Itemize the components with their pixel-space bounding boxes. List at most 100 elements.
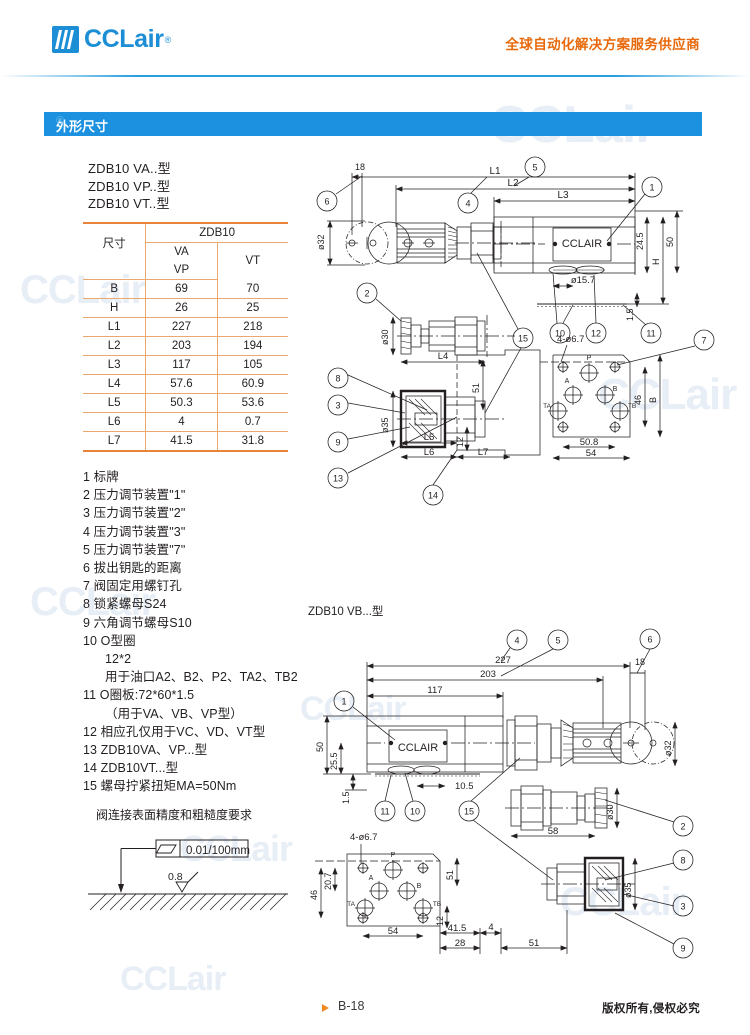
leader: [335, 175, 363, 195]
drawing-bottom-assembly: 4 5 6 1 227 203 117 18: [305, 618, 750, 988]
leader: [484, 347, 522, 414]
svg-text:ø30: ø30: [380, 329, 390, 345]
row-value-vavp: 69: [145, 279, 218, 299]
row-value-vavp: 227: [145, 317, 218, 337]
balloon-1: [333, 690, 355, 712]
svg-text:L4: L4: [438, 351, 449, 362]
svg-text:24.5: 24.5: [635, 232, 645, 250]
model-item: ZDB10 VP..型: [88, 178, 171, 194]
surface-finish-diagram: 0.01/100mm 0.8: [88, 830, 288, 922]
row-label: L6: [83, 412, 146, 432]
legend-subitem: （用于VA、VB、VP型）: [105, 706, 243, 721]
svg-text:ø32: ø32: [316, 234, 326, 250]
svg-text:4: 4: [488, 922, 493, 933]
svg-text:ø35: ø35: [380, 417, 390, 433]
balloon-8: [672, 849, 694, 871]
svg-text:13: 13: [333, 474, 343, 484]
balloon-14: [422, 484, 444, 506]
balloon-13: [327, 467, 349, 489]
leader: [500, 647, 511, 662]
roughness-symbol-icon: [175, 881, 189, 893]
balloon-6: [316, 190, 338, 212]
balloon-4: [457, 192, 479, 214]
legend-subitem: 12*2: [105, 652, 132, 667]
valve-body-bottom: CCLAIR: [366, 715, 535, 773]
flatness-symbol-icon: [155, 844, 177, 854]
table-header-group: ZDB10: [145, 222, 288, 243]
row-label: L2: [83, 336, 146, 356]
svg-text:12: 12: [435, 916, 445, 926]
svg-text:1: 1: [649, 183, 654, 193]
page-header: CCLair ® 全球自动化解决方案服务供应商: [0, 0, 750, 78]
svg-text:A: A: [369, 875, 374, 882]
leader: [472, 819, 554, 881]
row-value-vt: 60.9: [216, 374, 288, 394]
legend-item: 2 压力调节装置"1": [83, 488, 186, 503]
dimension-table: 尺寸 ZDB10 VA VT VP B 69 70 H 26 25 L1 227…: [83, 222, 288, 452]
leader: [616, 345, 696, 366]
balloon-10: [404, 800, 426, 822]
section-title: 外形尺寸: [56, 119, 109, 134]
svg-text:54: 54: [388, 926, 399, 937]
table-row: L4 57.6 60.9: [83, 374, 288, 394]
svg-text:L7: L7: [478, 447, 489, 458]
leader: [476, 252, 519, 330]
table-header-va: VA: [145, 242, 218, 261]
svg-text:L6: L6: [424, 447, 435, 458]
svg-text:7: 7: [701, 336, 706, 346]
svg-text:P: P: [391, 852, 396, 859]
cartridge-valve: [397, 389, 505, 449]
model-item: ZDB10 VT..型: [88, 196, 170, 211]
legend-item: 14 ZDB10VT...型: [83, 761, 179, 776]
balloon-9: [672, 937, 694, 959]
row-label: B: [83, 279, 146, 299]
balloon-2: [672, 815, 694, 837]
row-value-vavp: 26: [145, 298, 218, 318]
page-number: B-18: [338, 999, 365, 1013]
svg-text:51: 51: [529, 938, 540, 949]
legend-list: 1 标牌 2 压力调节装置"1" 3 压力调节装置"2" 4 压力调节装置"3"…: [83, 468, 298, 796]
model-list: ZDB10 VA..型 ZDB10 VP..型 ZDB10 VT..型: [88, 160, 171, 213]
hatching: [89, 893, 287, 911]
table-row: B 69 70: [83, 279, 288, 299]
drawing-bottom-title: ZDB10 VB...型: [308, 606, 384, 618]
row-value-vavp: 41.5: [145, 431, 218, 452]
svg-text:1: 1: [341, 697, 346, 707]
adjust-knob-bottom: [572, 722, 622, 764]
legend-item: 11 O圈板:72*60*1.5: [83, 688, 195, 703]
section-title-bar: 外形尺寸 ®: [44, 112, 702, 136]
leader: [500, 648, 554, 677]
svg-text:TB: TB: [628, 403, 636, 410]
legend-item: 3 压力调节装置"2": [83, 506, 186, 521]
flatness-value: 0.01/100mm: [186, 845, 250, 857]
balloon-11: [640, 322, 662, 344]
svg-text:L5: L5: [424, 432, 435, 443]
svg-text:B: B: [648, 397, 658, 403]
svg-text:P: P: [587, 355, 592, 362]
cartridge-valve-bottom: [541, 856, 635, 912]
svg-text:18: 18: [635, 657, 645, 667]
svg-text:ø32: ø32: [663, 740, 673, 756]
row-value-vavp: 4: [145, 412, 218, 432]
legend-item: 9 六角调节螺母S10: [83, 615, 192, 630]
svg-text:51: 51: [471, 383, 481, 393]
legend-item: 15 螺母拧紧扭矩MA=50Nm: [83, 779, 237, 794]
svg-text:ø35: ø35: [623, 882, 633, 898]
balloon-15: [512, 327, 534, 349]
svg-text:4: 4: [514, 636, 519, 646]
balloon-5: [547, 629, 569, 651]
table-row-subheader: VA VT: [83, 242, 288, 280]
svg-text:2: 2: [680, 822, 685, 832]
row-value-vt: 25: [216, 298, 288, 318]
svg-text:TA: TA: [347, 901, 355, 908]
table-header-dimension: 尺寸: [83, 222, 146, 261]
leader: [470, 757, 521, 802]
svg-text:3: 3: [335, 401, 340, 411]
copyright-notice: 版权所有,侵权必究: [602, 1003, 700, 1015]
svg-text:58: 58: [548, 826, 559, 837]
adjust-knob: [396, 222, 458, 264]
registered-icon: ®: [56, 115, 65, 127]
logo-text: CCLair: [84, 25, 164, 53]
balloon-1: [641, 176, 663, 198]
